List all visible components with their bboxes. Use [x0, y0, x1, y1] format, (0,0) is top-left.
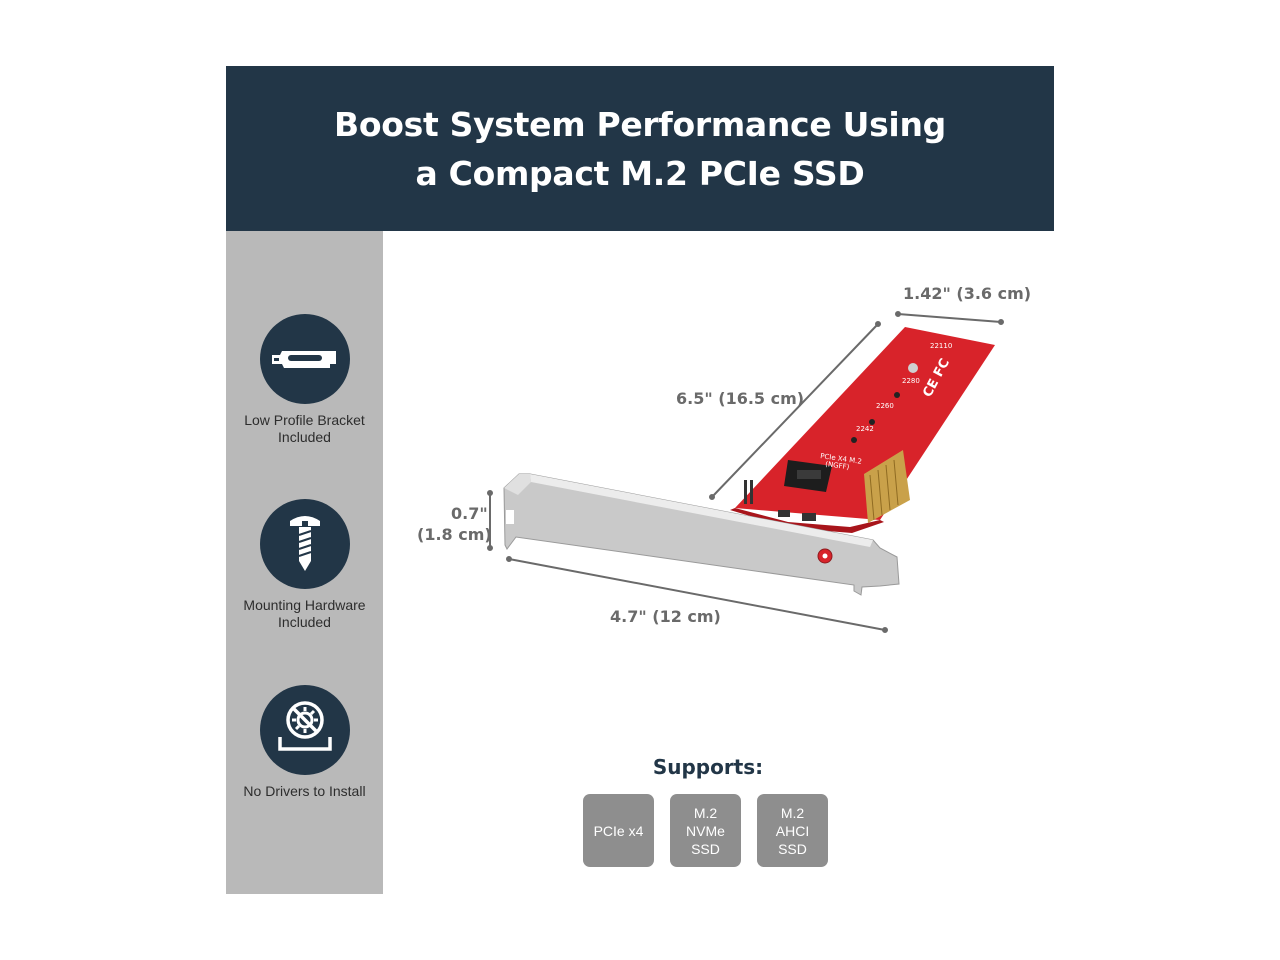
mark-2242: 2242: [856, 425, 874, 433]
feature-label-line1: No Drivers to Install: [243, 783, 366, 799]
pcb-board: [730, 327, 995, 533]
mark-2260: 2260: [876, 402, 894, 410]
support-badge-ahci: M.2 AHCI SSD: [757, 794, 828, 867]
badge-line: NVMe: [686, 822, 725, 839]
supports-title: Supports:: [652, 755, 764, 779]
screw-icon: [259, 499, 350, 589]
mark-22110: 22110: [930, 342, 952, 350]
badge-line: AHCI: [775, 822, 810, 839]
badge-line: SSD: [691, 840, 720, 857]
slot-label-2: (NGFF): [825, 460, 850, 471]
header-banner: Boost System Performance Using a Compact…: [226, 66, 1054, 231]
title-line-1: Boost System Performance Using: [334, 104, 946, 144]
dimension-width: 1.42" (3.6 cm): [903, 284, 1032, 303]
feature-sidebar: Low Profile Bracket Included Mounting Ha…: [226, 231, 383, 894]
dimension-height-in: 0.7": [451, 504, 488, 523]
dimension-height-cm: (1.8 cm): [417, 525, 492, 544]
title-line-2: a Compact M.2 PCIe SSD: [415, 153, 865, 193]
no-drivers-icon: [259, 685, 350, 775]
feature-label-line1: Low Profile Bracket: [244, 412, 365, 428]
dimension-lines: [487, 311, 1004, 633]
pcie-bracket: [503, 473, 900, 596]
feature-no-drivers: No Drivers to Install: [226, 685, 383, 800]
badge-line: M.2: [693, 804, 718, 821]
feature-label-line1: Mounting Hardware: [243, 597, 366, 613]
dimension-bracket-length: 4.7" (12 cm): [610, 607, 721, 626]
support-badge-nvme: M.2 NVMe SSD: [670, 794, 741, 867]
feature-low-profile-bracket: Low Profile Bracket Included: [226, 314, 383, 446]
badge-line: PCIe x4: [593, 822, 644, 839]
badge-line: SSD: [778, 840, 807, 857]
feature-label-line2: Included: [278, 429, 331, 445]
feature-mounting-hardware: Mounting Hardware Included: [226, 499, 383, 631]
feature-label-line2: Included: [278, 614, 331, 630]
dimension-length: 6.5" (16.5 cm): [676, 389, 805, 408]
bracket-icon: [259, 314, 350, 404]
page-title: Boost System Performance Using a Compact…: [334, 100, 946, 198]
mark-2280: 2280: [902, 377, 920, 385]
support-badge-pcie: PCIe x4: [583, 794, 654, 867]
badge-line: M.2: [780, 804, 805, 821]
